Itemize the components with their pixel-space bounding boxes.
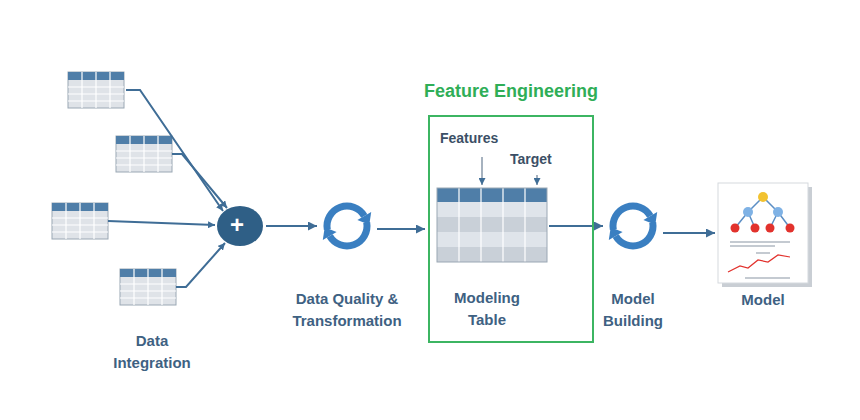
tree-node (758, 192, 768, 202)
tree-leaf (786, 224, 795, 233)
table-row (437, 217, 547, 232)
flow-arrow (266, 225, 317, 227)
flow-arrow (663, 232, 715, 234)
step-label: Model Building (583, 288, 683, 332)
merge-line (176, 243, 225, 287)
tree-leaf (766, 224, 775, 233)
merge-circle: + (217, 206, 263, 246)
merge-line (108, 221, 215, 225)
refresh-arc (616, 223, 653, 246)
model-picture (718, 183, 812, 287)
table-icon (68, 72, 124, 108)
plus-sign: + (217, 206, 257, 244)
step-label: Modeling Table (442, 287, 532, 331)
feature-box: Feature EngineeringFeaturesTargetModelin… (428, 115, 594, 343)
refresh-head (609, 227, 623, 240)
leader-line (536, 175, 537, 185)
tiny-text-bars (745, 277, 790, 278)
refresh-arc (330, 223, 367, 246)
table-out-line (549, 225, 594, 227)
table-row (437, 232, 547, 247)
leader-line (481, 157, 482, 185)
merge-line (172, 154, 227, 208)
merge-line (126, 90, 223, 211)
group-label: Data Integration (102, 330, 202, 374)
refresh-arc (327, 206, 364, 229)
table-row (437, 202, 547, 217)
picture-frame (718, 183, 808, 283)
refresh-head (323, 227, 337, 240)
model-picture-box: Model (718, 183, 808, 283)
process-icon: Data Quality & Transformation (320, 199, 374, 253)
table-grid (459, 188, 525, 262)
box-heading: Feature Engineering (398, 79, 624, 103)
column-label: Target (510, 150, 580, 168)
table-icon (116, 136, 172, 172)
table-header (437, 188, 547, 202)
column-label: Features (440, 129, 530, 147)
tree-node (773, 207, 783, 217)
refresh-arc (613, 206, 650, 229)
table-icon (120, 269, 176, 305)
tree-node (743, 207, 753, 217)
tree-leaf (751, 224, 760, 233)
merge-lines (108, 90, 227, 287)
modeling-table (437, 188, 547, 262)
process-icon: Model Building (606, 199, 660, 253)
table-row (437, 247, 547, 262)
flow-arrow (377, 228, 425, 230)
refresh-icon (323, 206, 371, 246)
scatter-trace (728, 255, 790, 272)
refresh-icon (609, 206, 657, 246)
tree-leaf (731, 224, 740, 233)
step-label: Model (713, 289, 813, 311)
table-border (437, 188, 547, 262)
flow-arrow (597, 225, 603, 227)
step-label: Data Quality & Transformation (272, 288, 422, 332)
table-icon (52, 203, 108, 239)
tiny-text-bars (730, 242, 790, 253)
